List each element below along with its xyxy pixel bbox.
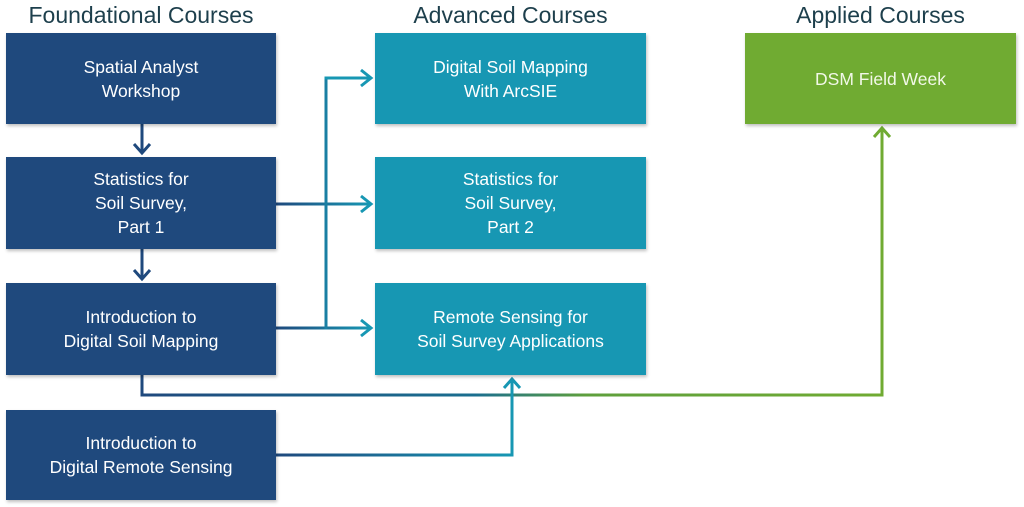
course-spatial-analyst-workshop[interactable]: Spatial Analyst Workshop (6, 33, 276, 124)
course-intro-digital-remote-sensing[interactable]: Introduction to Digital Remote Sensing (6, 410, 276, 500)
course-label: DSM Field Week (815, 68, 946, 89)
arrow-intro-dsm-to-advanced (276, 68, 374, 338)
foundational-courses-title: Foundational Courses (28, 2, 254, 28)
course-remote-sensing-soil-survey[interactable]: Remote Sensing for Soil Survey Applicati… (375, 283, 646, 375)
applied-courses-title: Applied Courses (796, 2, 965, 28)
course-label: Remote Sensing for Soil Survey Applicati… (417, 307, 604, 351)
course-dsm-with-arcsie[interactable]: Digital Soil Mapping With ArcSIE (375, 33, 646, 124)
arrow-spatial-to-stats1 (132, 124, 152, 156)
arrow-stats1-to-intro-dsm (132, 249, 152, 282)
course-label: Introduction to Digital Soil Mapping (63, 307, 219, 351)
arrow-stats1-to-stats2 (276, 194, 374, 214)
course-label: Spatial Analyst Workshop (83, 56, 199, 101)
course-label: Digital Soil Mapping With ArcSIE (433, 56, 588, 101)
course-statistics-part-1[interactable]: Statistics for Soil Survey, Part 1 (6, 157, 276, 249)
course-dsm-field-week[interactable]: DSM Field Week (745, 33, 1016, 124)
course-label: Statistics for Soil Survey, Part 1 (93, 169, 189, 237)
advanced-courses-title: Advanced Courses (413, 2, 608, 28)
arrow-intro-drs-to-remote-sensing (276, 376, 522, 457)
course-label: Introduction to Digital Remote Sensing (49, 433, 233, 477)
course-intro-digital-soil-mapping[interactable]: Introduction to Digital Soil Mapping (6, 283, 276, 375)
course-label: Statistics for Soil Survey, Part 2 (462, 169, 559, 237)
course-statistics-part-2[interactable]: Statistics for Soil Survey, Part 2 (375, 157, 646, 249)
